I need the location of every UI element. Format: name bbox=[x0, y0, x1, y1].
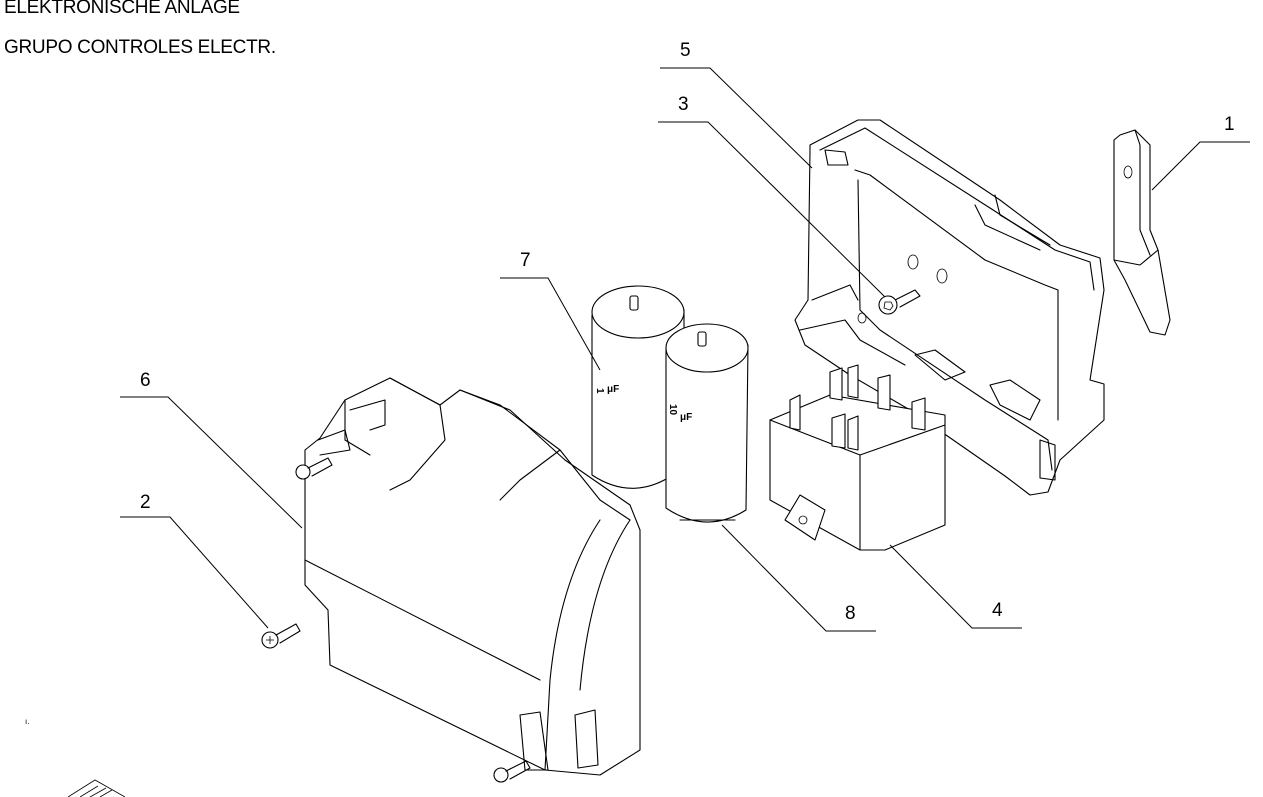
header-line-1: ELEKTRONISCHE ANLAGE bbox=[4, 0, 240, 18]
capacitor-7-rating: 1 bbox=[594, 388, 605, 394]
cover-screw-top[interactable] bbox=[295, 457, 333, 480]
cover-screw-bottom[interactable] bbox=[493, 760, 531, 783]
callout-6: 6 bbox=[140, 370, 151, 391]
part-3-screw[interactable] bbox=[878, 289, 921, 315]
callout-1: 1 bbox=[1224, 114, 1235, 135]
callout-8: 8 bbox=[845, 603, 856, 624]
callout-7: 7 bbox=[520, 250, 531, 271]
capacitor-8-unit: μF bbox=[680, 412, 692, 423]
header-line-2: GRUPO CONTROLES ELECTR. bbox=[4, 37, 276, 58]
capacitor-7-unit: μF bbox=[607, 384, 619, 395]
part-2-screw[interactable] bbox=[261, 623, 301, 649]
hatched-fragment bbox=[67, 779, 126, 797]
callout-5: 5 bbox=[680, 40, 691, 61]
leader-lines bbox=[120, 67, 1250, 632]
part-1-lever[interactable] bbox=[1113, 129, 1171, 336]
part-8-capacitor[interactable]: 10 μF bbox=[665, 323, 749, 523]
callout-3: 3 bbox=[678, 94, 689, 115]
stray-mark: ı. bbox=[25, 717, 29, 726]
callout-2: 2 bbox=[140, 492, 151, 513]
part-4-relay[interactable] bbox=[769, 364, 946, 551]
part-6-cover[interactable] bbox=[304, 377, 641, 776]
part-5-housing[interactable] bbox=[794, 119, 1105, 496]
callout-4: 4 bbox=[992, 600, 1003, 621]
capacitor-8-rating: 10 bbox=[667, 404, 678, 416]
part-7-capacitor[interactable]: 1 μF bbox=[591, 285, 685, 489]
